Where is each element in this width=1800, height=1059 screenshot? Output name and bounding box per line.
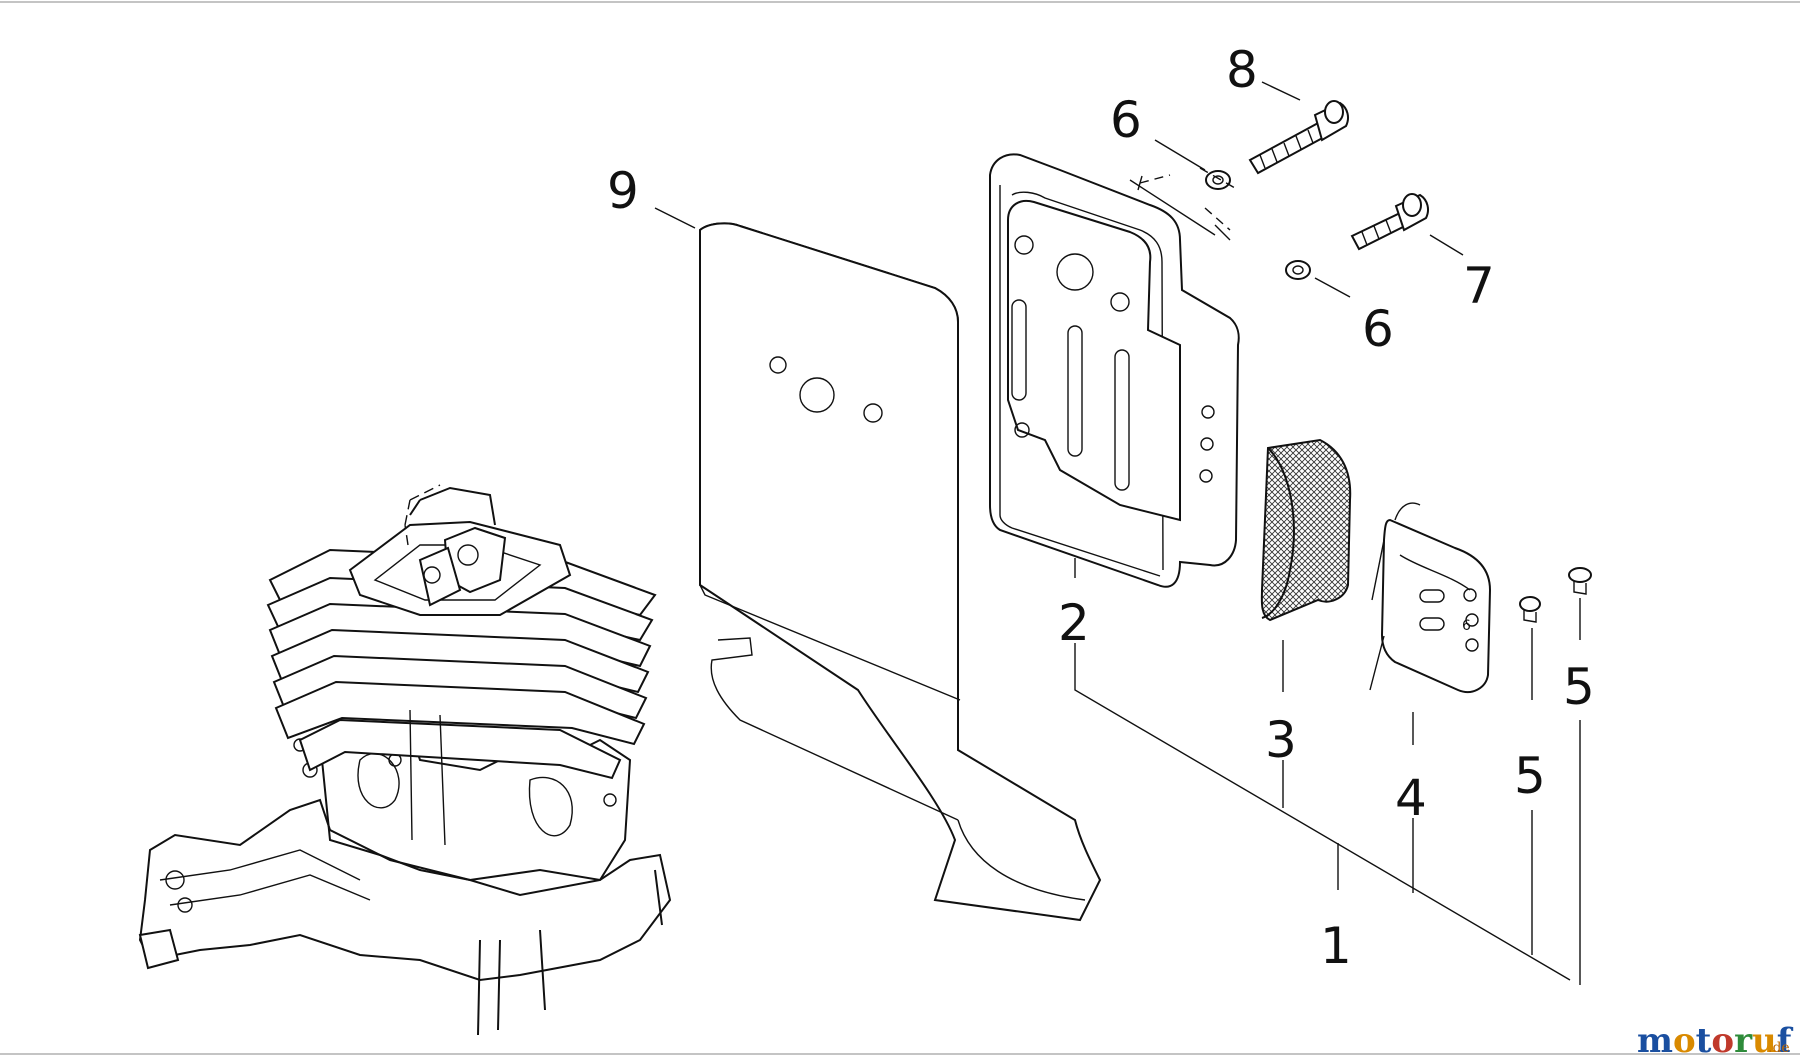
- callout-9: 9: [607, 162, 639, 220]
- washers: [1205, 170, 1311, 280]
- watermark-domain: .de: [1768, 1040, 1790, 1056]
- wm-o1: o: [1673, 1021, 1696, 1059]
- wm-t: t: [1696, 1021, 1712, 1059]
- watermark-text: motoruf: [1637, 1021, 1794, 1059]
- engine-cylinder-block: [138, 484, 672, 1036]
- callout-1: 1: [1320, 917, 1352, 975]
- callout-3: 3: [1265, 711, 1297, 769]
- callout-2: 2: [1058, 594, 1090, 652]
- callout-5-right: 5: [1563, 658, 1595, 716]
- muffler-stamp-number: 6: [1462, 618, 1471, 634]
- callout-7: 7: [1463, 257, 1495, 315]
- leader-lines: [654, 81, 1581, 985]
- watermark-logo: motoruf .de: [1637, 1021, 1794, 1059]
- wm-f: f: [1777, 1021, 1794, 1059]
- wm-o2: o: [1711, 1021, 1734, 1059]
- callout-4: 4: [1395, 769, 1427, 827]
- spark-arrestor-screen: [1260, 438, 1352, 622]
- wm-r: r: [1734, 1021, 1753, 1059]
- washer-lower: [1285, 260, 1311, 280]
- screw-small-b: [1568, 567, 1592, 595]
- washer-upper: [1205, 170, 1231, 190]
- muffler-cover-cap: 6: [1369, 502, 1492, 694]
- wm-u: u: [1752, 1021, 1777, 1059]
- heat-shield-plate: [699, 222, 1102, 922]
- callout-6-lower: 6: [1362, 300, 1394, 358]
- bolt-long: [1248, 100, 1349, 175]
- muffler-body: [989, 153, 1240, 588]
- callout-8: 8: [1226, 41, 1258, 99]
- callout-6-upper: 6: [1110, 91, 1142, 149]
- callout-labels: 8 6 9 7 6 2 3 4 5 5 1: [607, 41, 1595, 975]
- callout-5-left: 5: [1514, 747, 1546, 805]
- wm-m: m: [1637, 1021, 1673, 1059]
- bolt-short: [1350, 193, 1429, 251]
- cap-screws: [1519, 567, 1592, 623]
- screw-small-a: [1519, 596, 1541, 623]
